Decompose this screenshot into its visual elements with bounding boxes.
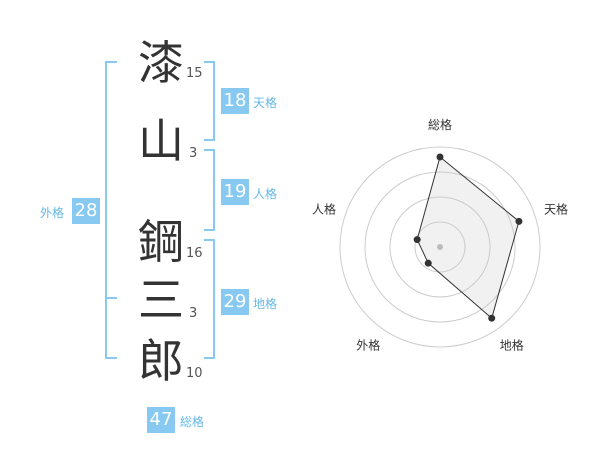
- gaikaku-bracket: [105, 61, 117, 359]
- stroke-count-3: 16: [186, 246, 203, 261]
- tenkaku-bracket: [204, 61, 215, 141]
- radar-axis-label-5: 人格: [312, 201, 336, 216]
- tenkaku-value: 18: [221, 88, 249, 114]
- name-char-1: 漆: [138, 36, 184, 90]
- name-char-5: 郎: [138, 334, 184, 388]
- gaikaku-value: 28: [72, 198, 100, 224]
- name-char-3: 鋼: [138, 215, 184, 269]
- soukaku-value: 47: [147, 407, 175, 433]
- radar-point-1: [436, 153, 444, 161]
- radar-point-5: [413, 236, 421, 244]
- chikaku-bracket: [204, 239, 215, 359]
- tenkaku-label: 天格: [253, 96, 278, 110]
- jinkaku-label: 人格: [253, 187, 278, 201]
- stroke-count-4: 3: [189, 306, 198, 321]
- name-char-2: 山: [138, 114, 184, 168]
- radar-ring-4: [339, 146, 541, 348]
- chikaku-label: 地格: [253, 297, 278, 311]
- radar-ring-3: [364, 171, 516, 323]
- radar-ring-1: [414, 221, 466, 273]
- name-char-4: 三: [138, 273, 184, 327]
- radar-ring-2: [389, 196, 491, 298]
- radar-point-2: [515, 217, 523, 225]
- radar-axis-label-2: 天格: [544, 201, 568, 216]
- radar-polygon: [416, 156, 520, 320]
- jinkaku-value: 19: [221, 179, 249, 205]
- radar-axis-label-1: 総格: [428, 117, 452, 132]
- radar-point-3: [488, 314, 496, 322]
- soukaku-label: 総格: [180, 415, 205, 429]
- gaikaku-label: 外格: [40, 206, 65, 220]
- stroke-count-2: 3: [189, 146, 198, 161]
- stroke-count-1: 15: [186, 66, 203, 81]
- radar-axis-label-4: 外格: [356, 338, 380, 353]
- chikaku-value: 29: [221, 289, 249, 315]
- stroke-count-5: 10: [186, 366, 203, 381]
- jinkaku-bracket: [204, 149, 215, 231]
- radar-point-4: [424, 259, 432, 267]
- radar-axis-label-3: 地格: [500, 338, 524, 353]
- radar-center-dot: [437, 244, 443, 250]
